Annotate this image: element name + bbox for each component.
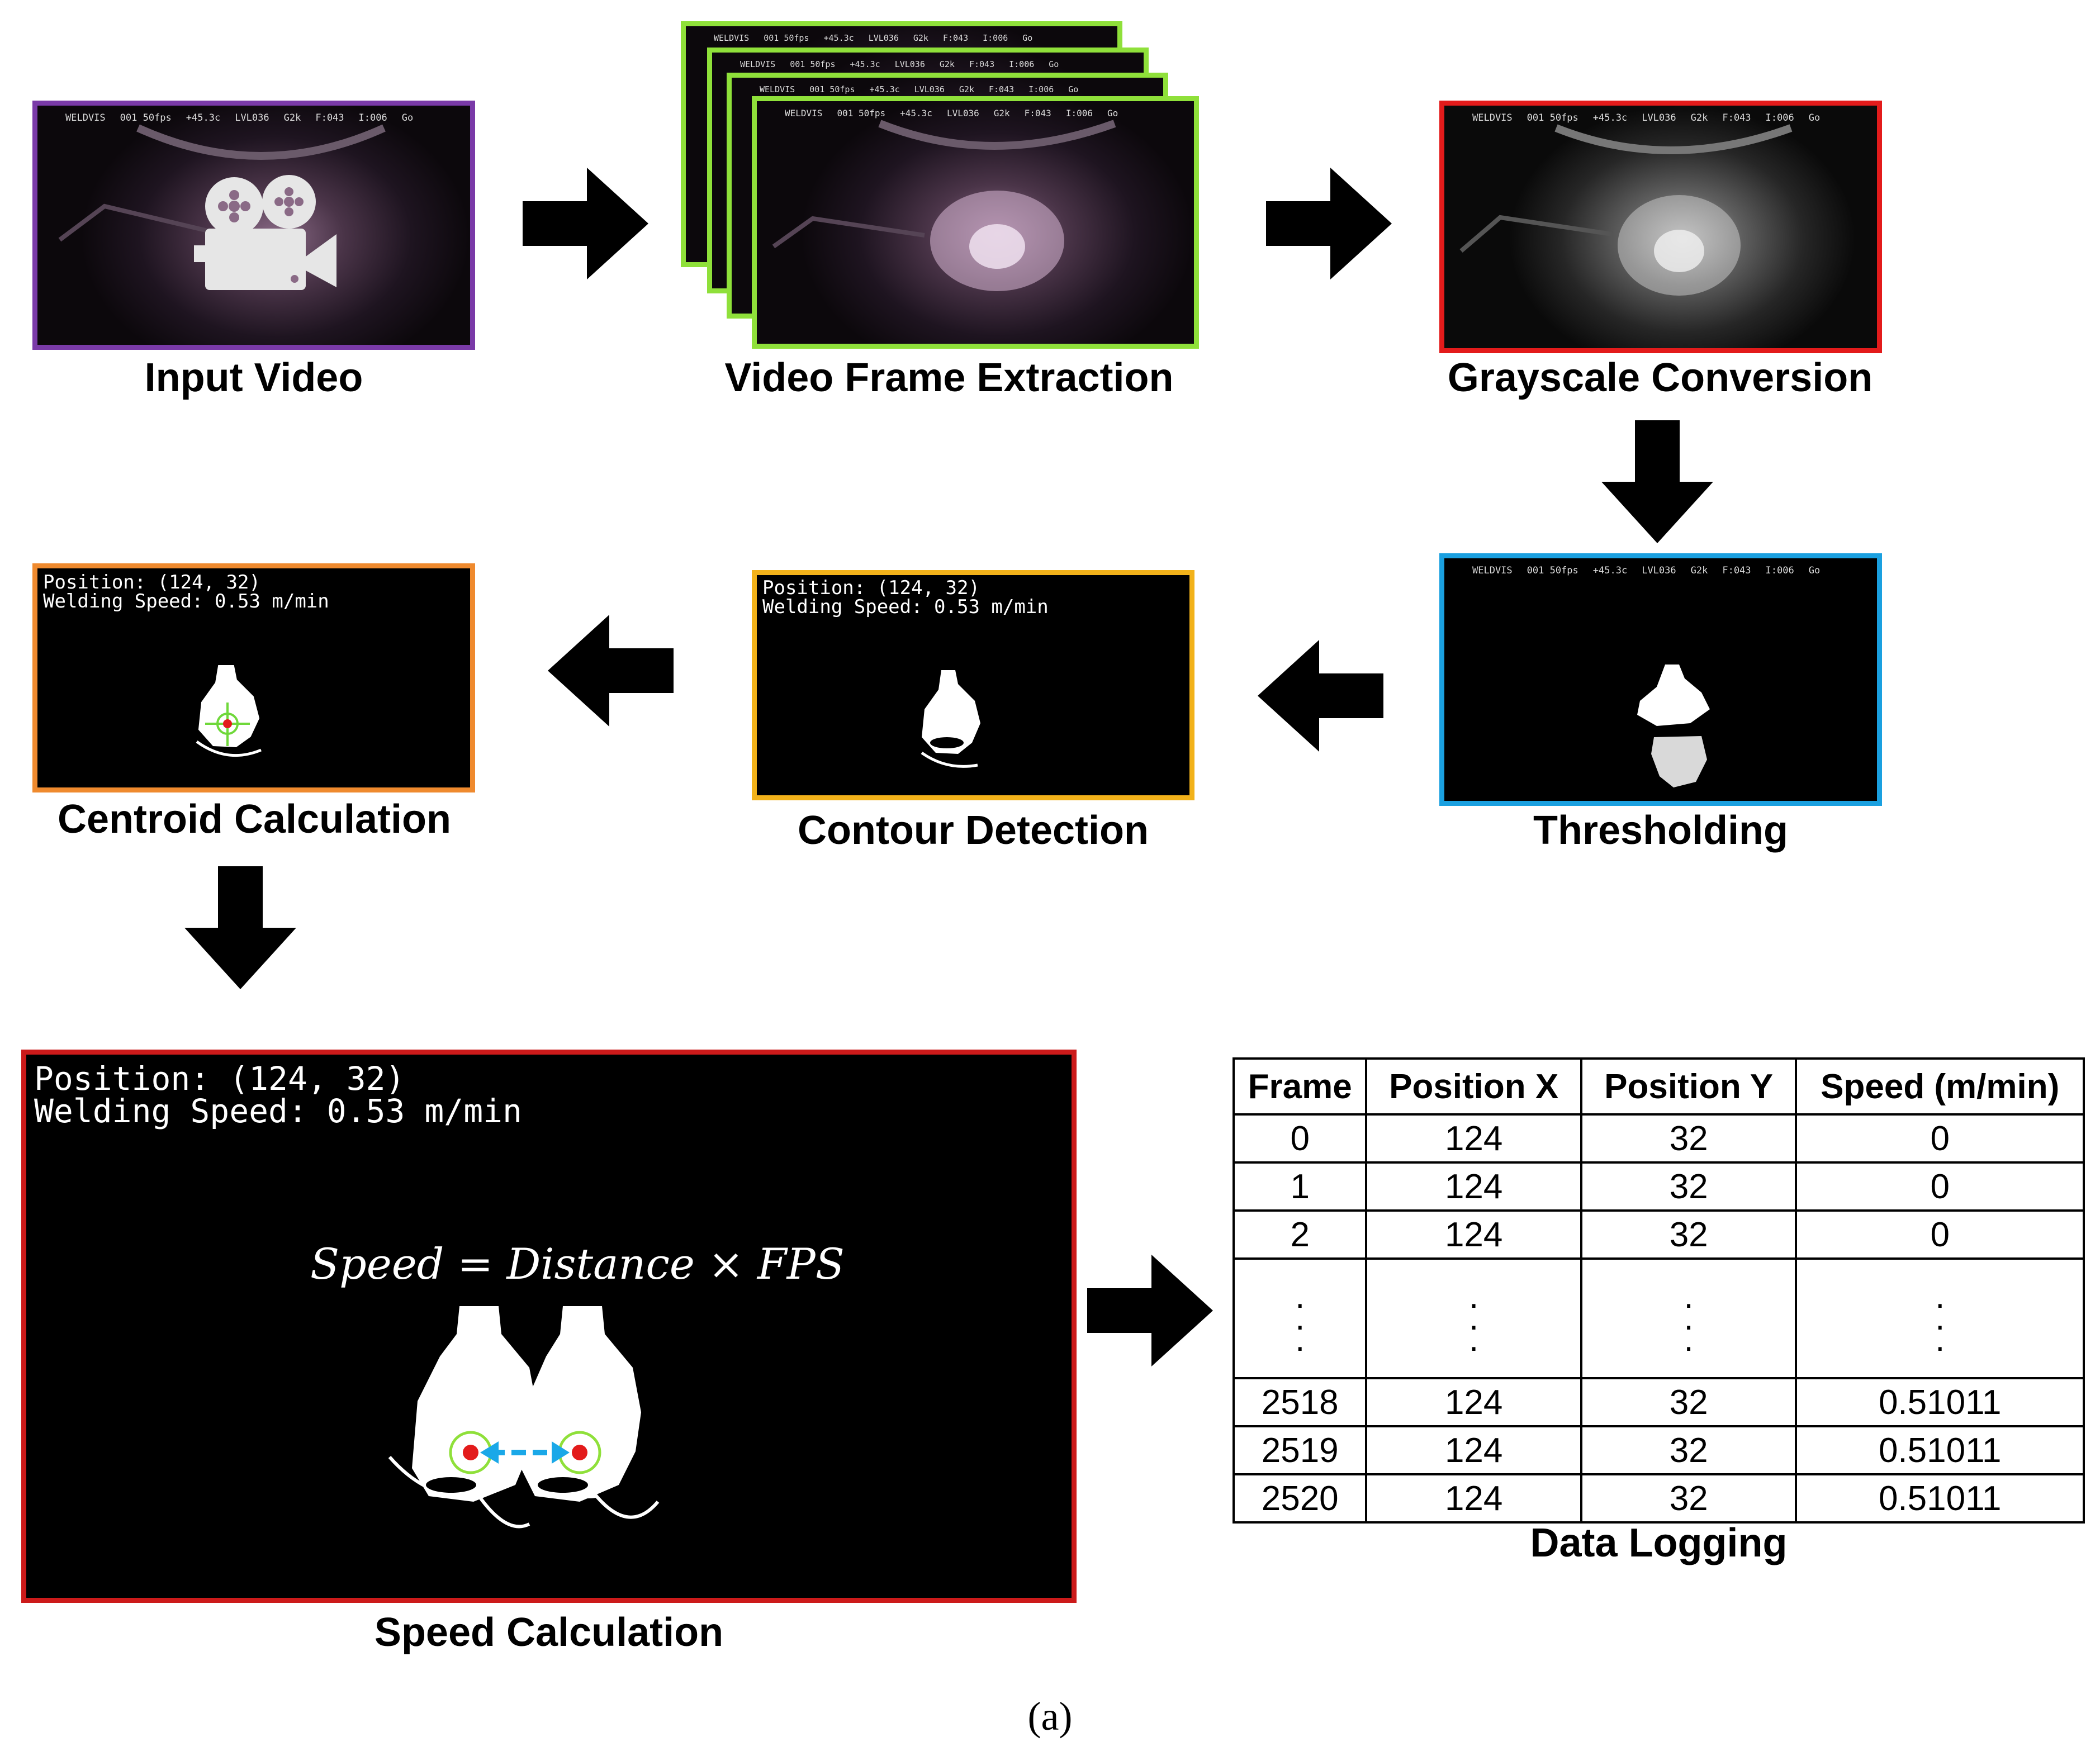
contour-shape: [921, 670, 980, 768]
cell: 124: [1365, 1209, 1582, 1260]
col-header: Position Y: [1580, 1057, 1798, 1116]
cell: 0: [1795, 1161, 2085, 1212]
right-arrow-icon: [1087, 1255, 1213, 1366]
cell: 0.51011: [1795, 1473, 2085, 1524]
ellipsis-cell: . . .: [1365, 1257, 1582, 1379]
overlay-position: Position: (124, 32): [34, 1060, 405, 1098]
cell: 0: [1232, 1113, 1368, 1164]
cell: 2518: [1232, 1377, 1368, 1427]
ellipsis-cell: . . .: [1232, 1257, 1368, 1379]
col-header: Position X: [1365, 1057, 1582, 1116]
overlay-speed: Welding Speed: 0.53 m/min: [34, 1092, 522, 1130]
cell: 32: [1580, 1209, 1798, 1260]
video-camera-icon: [194, 175, 336, 290]
cell: 0: [1795, 1113, 2085, 1164]
weld-scene: [772, 120, 1116, 291]
cell: 32: [1580, 1113, 1798, 1164]
cell: 124: [1365, 1113, 1582, 1164]
cell: 2: [1232, 1209, 1368, 1260]
cell: 124: [1365, 1473, 1582, 1524]
overlay-position: Position: (124, 32): [762, 577, 980, 599]
figure-caption: (a): [1027, 1694, 1073, 1739]
step-label-centroid: Centroid Calculation: [57, 797, 452, 842]
overlay-speed: Welding Speed: 0.53 m/min: [43, 590, 329, 613]
table-ellipsis-row: . . . . . . . . . . . .: [1232, 1257, 2085, 1379]
cell: 2519: [1232, 1425, 1368, 1475]
contour-frame: Position: (124, 32) Welding Speed: 0.53 …: [752, 570, 1194, 800]
threshold-blob: [1637, 665, 1710, 787]
cell: 124: [1365, 1377, 1582, 1427]
cell: 32: [1580, 1473, 1798, 1524]
table-header-row: Frame Position X Position Y Speed (m/min…: [1232, 1057, 2085, 1116]
ellipsis-cell: . . .: [1580, 1257, 1798, 1379]
left-arrow-icon: [1258, 640, 1383, 752]
step-label-input-video: Input Video: [144, 355, 363, 400]
centroid-shape: [196, 665, 262, 757]
right-arrow-icon: [1266, 168, 1392, 279]
cell: 0: [1795, 1209, 2085, 1260]
right-arrow-icon: [523, 168, 648, 279]
overlay-position: Position: (124, 32): [43, 571, 260, 594]
speed-formula: Speed = Distance × FPS: [310, 1239, 845, 1289]
down-arrow-icon: [184, 866, 296, 989]
speed-shapes: [388, 1306, 660, 1529]
centroid-frame: Position: (124, 32) Welding Speed: 0.53 …: [32, 563, 475, 792]
step-label-speed: Speed Calculation: [374, 1610, 724, 1655]
cell: 32: [1580, 1377, 1798, 1427]
left-arrow-icon: [548, 615, 674, 727]
step-label-grayscale: Grayscale Conversion: [1447, 355, 1873, 400]
cell: 0.51011: [1795, 1377, 2085, 1427]
weld-scene: [58, 124, 386, 242]
ellipsis-cell: . . .: [1795, 1257, 2085, 1379]
cell: 0.51011: [1795, 1425, 2085, 1475]
step-label-frame-extraction: Video Frame Extraction: [724, 355, 1174, 400]
col-header: Speed (m/min): [1795, 1057, 2085, 1116]
data-log-table: Frame Position X Position Y Speed (m/min…: [1232, 1057, 2085, 1524]
down-arrow-icon: [1601, 420, 1713, 543]
speed-frame: Position: (124, 32) Welding Speed: 0.53 …: [21, 1050, 1077, 1603]
cell: 124: [1365, 1161, 1582, 1212]
cell: 2520: [1232, 1473, 1368, 1524]
cell: 32: [1580, 1425, 1798, 1475]
col-header: Frame: [1232, 1057, 1368, 1116]
weld-scene: [1459, 124, 1793, 296]
cell: 124: [1365, 1425, 1582, 1475]
cell: 1: [1232, 1161, 1368, 1212]
step-label-logging: Data Logging: [1530, 1521, 1788, 1565]
step-label-thresholding: Thresholding: [1533, 808, 1788, 853]
step-label-contour: Contour Detection: [798, 808, 1149, 853]
cell: 32: [1580, 1161, 1798, 1212]
overlay-speed: Welding Speed: 0.53 m/min: [762, 596, 1049, 618]
